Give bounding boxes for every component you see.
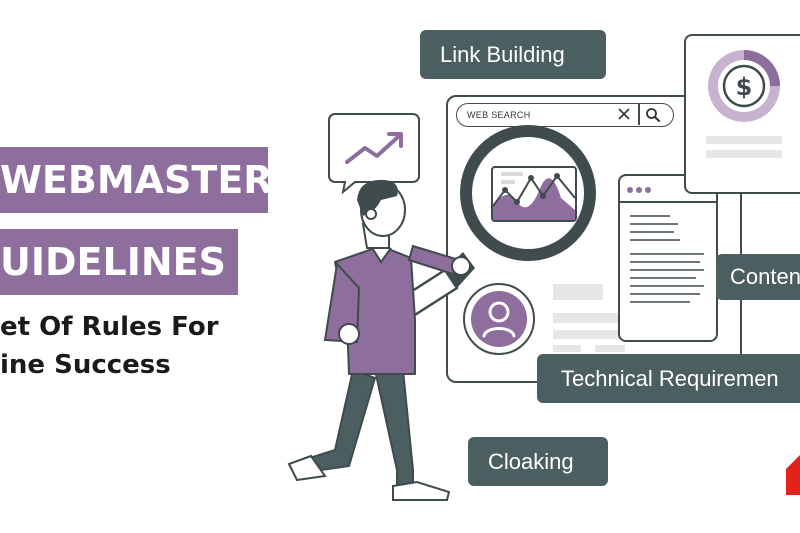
tag-link-building-text: Link Building	[440, 41, 565, 67]
tag-technical-text: Technical Requiremen	[561, 365, 779, 391]
dollar-icon: $	[708, 50, 780, 122]
user-avatar-icon	[462, 282, 536, 361]
tag-cloaking: Cloaking	[468, 437, 608, 486]
svg-text:$: $	[736, 73, 753, 101]
search-bar[interactable]: WEB SEARCH	[456, 103, 674, 127]
headline-line1: WEBMASTER	[0, 147, 268, 213]
document-card	[618, 174, 718, 342]
headline-line2-text: UIDELINES	[0, 240, 226, 284]
trend-up-arrow-icon	[345, 132, 403, 164]
headline-line2: UIDELINES	[0, 229, 238, 295]
brand-logo-icon	[786, 455, 800, 500]
tag-link-building: Link Building	[420, 30, 606, 79]
placeholder-line	[553, 345, 581, 352]
headline-line1-text: WEBMASTER	[0, 158, 268, 202]
person-illustration	[285, 120, 615, 515]
search-icon[interactable]	[644, 106, 662, 129]
subtitle-line1: et Of Rules For	[0, 312, 219, 342]
trend-bubble	[327, 112, 421, 195]
close-icon[interactable]	[616, 106, 632, 127]
tag-technical-requirements: Technical Requiremen	[537, 354, 800, 403]
magnifying-glass-icon	[343, 125, 596, 354]
tag-cloaking-text: Cloaking	[488, 448, 574, 474]
placeholder-line	[553, 313, 625, 323]
placeholder-line	[595, 345, 625, 352]
search-divider	[638, 103, 640, 125]
finance-card: $	[684, 34, 800, 194]
tag-content-text: Conten	[730, 264, 800, 289]
search-bar-label: WEB SEARCH	[467, 110, 531, 120]
placeholder-block	[553, 284, 603, 300]
tag-content: Conten	[716, 254, 800, 300]
subtitle-line2: ine Success	[0, 350, 171, 380]
